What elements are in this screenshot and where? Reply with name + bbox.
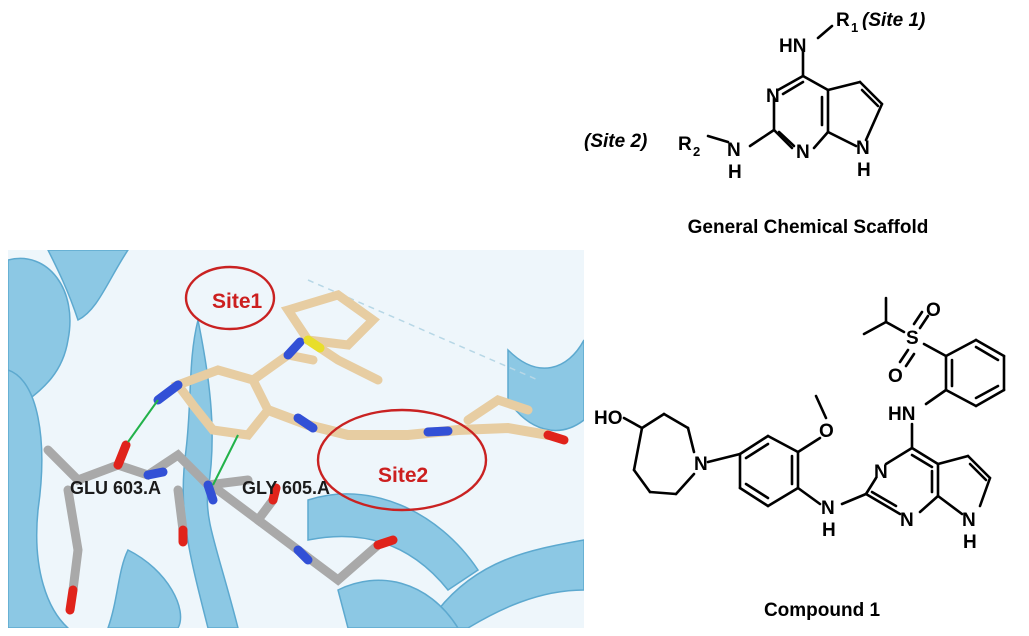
site1-circle — [184, 265, 276, 331]
aryl-nh-bond — [796, 486, 822, 506]
pyrrole-h-label: H — [857, 160, 871, 181]
ho-bond — [622, 416, 644, 430]
s-o1-bond-a — [918, 314, 930, 330]
hn-label: HN — [779, 36, 806, 57]
ring-n3-label: N — [766, 86, 780, 107]
scaffold-caption: General Chemical Scaffold — [688, 217, 929, 238]
methoxyphenyl-ring — [738, 434, 800, 508]
sulfonyl-o2-label: O — [888, 366, 903, 387]
compound-drawing: HO N O S O O HN N N N H N H Compound 1 — [594, 296, 1006, 621]
r2-label: R — [678, 134, 692, 155]
site2-caption: (Site 2) — [584, 131, 647, 152]
compound-pyrrole-h-label: H — [963, 532, 977, 553]
residue-gly605-label: GLY 605.A — [242, 478, 330, 498]
nh-r2-bond — [706, 134, 730, 144]
compound-pyrimidine-ring — [864, 446, 940, 516]
nh-c2-bond — [840, 492, 868, 506]
o-methyl-bond — [814, 394, 828, 420]
sulfonyl-o1-label: O — [926, 300, 941, 321]
s-o1-bond-b — [912, 310, 924, 326]
ho-label: HO — [594, 408, 623, 429]
ipr-me2-bond — [862, 320, 888, 336]
residue-glu603-label: GLU 603.A — [70, 478, 161, 498]
aryl-s-bond — [922, 342, 948, 358]
n-aryl-bond — [706, 452, 742, 464]
general-scaffold-structure: HN R 1 (Site 1) N N N H N H R 2 (Site 2)… — [560, 0, 1029, 250]
sulfonylphenyl-ring — [944, 338, 1006, 408]
s-ipr-bond — [884, 320, 906, 334]
pyrrole-ring — [826, 80, 884, 148]
compound-pyrrole-n-label: N — [962, 510, 976, 531]
nh-r1-bond — [816, 24, 834, 40]
compound-pyrrole-ring — [936, 454, 992, 516]
compound-nh-n-label: N — [821, 498, 835, 519]
site2-circle — [316, 408, 488, 512]
scaffold-drawing: HN R 1 (Site 1) N N N H N H R 2 (Site 2)… — [584, 10, 929, 238]
ring-n1-label: N — [796, 142, 810, 163]
compound-ring-n1-label: N — [900, 510, 914, 531]
r1-label: R — [836, 10, 850, 31]
ligand-sticks — [153, 290, 569, 445]
dashed-guide — [307, 279, 539, 381]
compound-caption: Compound 1 — [764, 600, 881, 621]
methoxy-o-label: O — [819, 421, 834, 442]
docking-pose-render: Site1 Site2 GLU 603.A GLY 605.A — [8, 250, 584, 628]
nh-h-label: H — [728, 162, 742, 183]
sulfonyl-s-label: S — [906, 328, 919, 349]
site1-label: Site1 — [212, 290, 263, 313]
site1-caption: (Site 1) — [862, 10, 925, 31]
s-o2-bond-b — [904, 352, 916, 368]
binding-site-image: Site1 Site2 GLU 603.A GLY 605.A — [8, 250, 584, 628]
pyrrole-n-label: N — [856, 138, 870, 159]
nh-aryl2-bond — [924, 388, 948, 406]
compound-nh-h-label: H — [822, 520, 836, 541]
residue-sticks — [43, 440, 398, 615]
hbond-glu603 — [127, 399, 159, 443]
compound-1-structure: HO N O S O O HN N N N H N H Compound 1 — [590, 278, 1029, 631]
pyrimidine-ring — [772, 74, 830, 150]
r1-subscript: 1 — [851, 20, 858, 35]
site2-label: Site2 — [378, 464, 428, 487]
c2-nh-bond — [748, 128, 776, 148]
hn-label: HN — [888, 404, 915, 425]
nh-n-label: N — [727, 140, 741, 161]
aryl-o-bond — [796, 436, 822, 454]
s-o2-bond-a — [898, 348, 910, 364]
piperidine-n-label: N — [694, 454, 708, 475]
r2-subscript: 2 — [693, 144, 700, 159]
hbond-gly605 — [212, 434, 239, 486]
compound-ring-n3-label: N — [874, 462, 888, 483]
piperidine-ring — [632, 412, 696, 496]
